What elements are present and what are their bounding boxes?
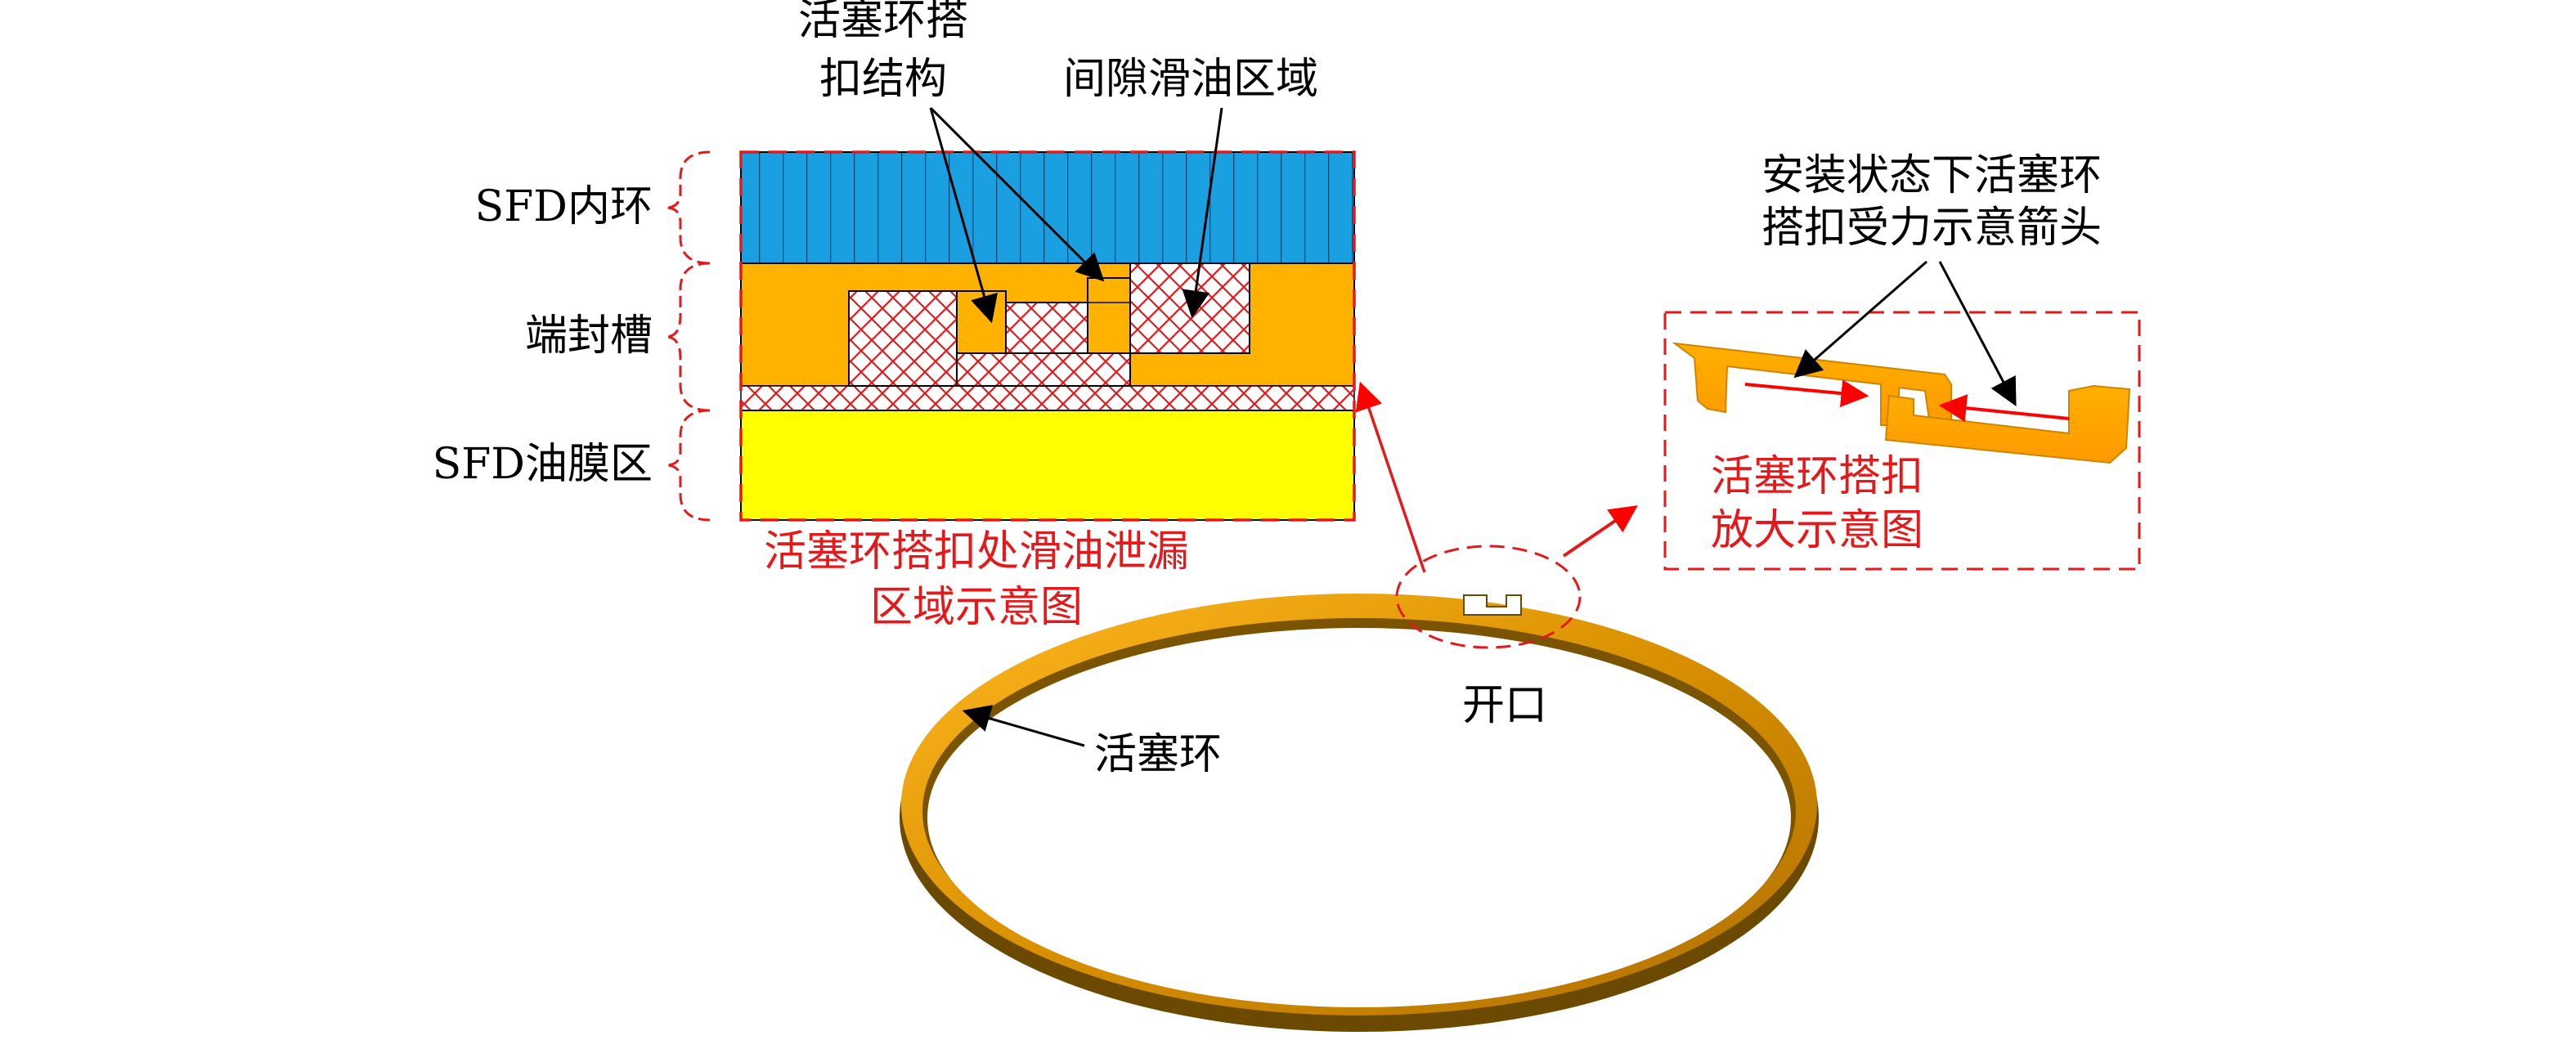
- bracket-seal-groove: [665, 262, 711, 412]
- gap-oil-channel-mid: [1005, 302, 1088, 354]
- label-lap-structure-line2: 扣结构: [819, 55, 947, 104]
- section-dashed-outline: [739, 150, 1356, 522]
- label-end-seal-groove: 端封槽: [525, 312, 653, 361]
- ring-hole: [927, 628, 1791, 1007]
- lap-piece-left: [956, 290, 1007, 354]
- zoom-dashed-outline: [1663, 311, 2141, 571]
- bracket-inner-ring: [665, 150, 711, 265]
- gap-oil-channel-left: [848, 290, 958, 387]
- cross-section: SFD内环 端封槽 SFD油膜区 活塞环搭 扣结构 间隙滑油区域 活塞环搭扣处滑…: [433, 0, 1356, 632]
- opening-dashed-circle: [1395, 545, 1582, 649]
- connector-opening-to-section: [1355, 381, 1426, 573]
- label-lap-structure-line1: 活塞环搭: [798, 0, 968, 45]
- zoom-view: 安装状态下活塞环 搭扣受力示意箭头 活塞环搭扣 放大示意图: [1663, 151, 2141, 571]
- leak-band: [740, 385, 1355, 411]
- label-opening: 开口: [1462, 681, 1547, 730]
- label-sfd-inner-ring: SFD内环: [475, 182, 653, 231]
- arrow-piston-ring: [962, 705, 1085, 747]
- caption-zoom-line1: 活塞环搭扣: [1711, 452, 1923, 501]
- arrow-lap-to-left: [929, 107, 998, 324]
- arrow-lap-to-right: [929, 106, 1105, 282]
- connector-opening-to-zoom: [1562, 505, 1638, 558]
- lap-piece-right: [1087, 277, 1131, 354]
- lap-piece-center: [956, 352, 1131, 387]
- sfd-inner-ring-region: [740, 151, 1355, 264]
- pointer-arrow-right: [1938, 261, 2017, 407]
- force-arrow-right: [1938, 394, 2070, 423]
- label-install-force-line2: 搭扣受力示意箭头: [1761, 204, 2102, 253]
- label-gap-oil-region: 间隙滑油区域: [1063, 55, 1318, 104]
- ring-opening-notch: [1463, 594, 1522, 616]
- piston-ring: 开口 活塞环: [900, 545, 1819, 1032]
- force-arrow-left: [1744, 379, 1869, 408]
- bracket-oil-film: [665, 409, 711, 522]
- gap-oil-pocket-right: [1129, 262, 1250, 354]
- arrow-gap-oil: [1182, 107, 1223, 319]
- caption-leak-line1: 活塞环搭扣处滑油泄漏: [764, 527, 1189, 576]
- label-sfd-oil-film: SFD油膜区: [433, 440, 653, 489]
- pointer-arrow-left: [1793, 260, 1928, 379]
- sfd-oil-film-region: [740, 410, 1355, 521]
- zoom-piece-right: [1884, 384, 2131, 464]
- label-piston-ring: 活塞环: [1094, 730, 1222, 779]
- caption-zoom-line2: 放大示意图: [1711, 506, 1923, 555]
- label-install-force-line1: 安装状态下活塞环: [1761, 151, 2102, 200]
- caption-leak-line2: 区域示意图: [870, 583, 1083, 632]
